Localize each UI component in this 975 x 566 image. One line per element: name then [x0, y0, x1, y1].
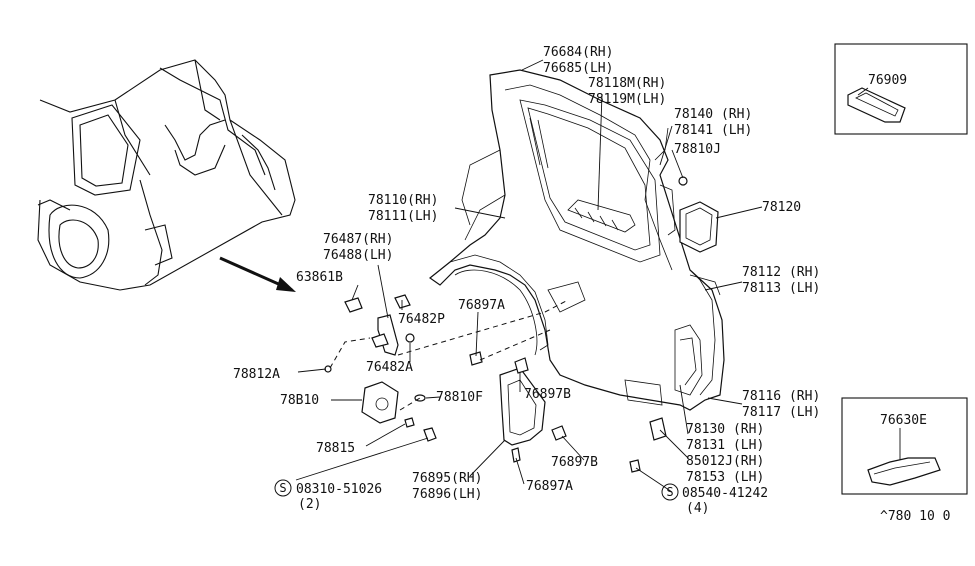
label-76482a[interactable]: 76482A: [366, 360, 413, 375]
inset-box-76630e: [841, 397, 968, 495]
label-08540-qty: (4): [686, 501, 709, 516]
label-76897b-bottom[interactable]: 76897B: [551, 455, 598, 470]
vehicle-overview-drawing: [37, 59, 296, 291]
quarter-panel-drawing: [428, 69, 725, 411]
label-78120[interactable]: 78120: [762, 200, 801, 215]
part-labels: 76684(RH) 76685(LH) 78118M(RH) 78119M(LH…: [233, 45, 950, 524]
label-85012j[interactable]: 85012J(RH): [686, 454, 764, 469]
label-76896[interactable]: 76896(LH): [412, 487, 482, 502]
label-76897a-top[interactable]: 76897A: [458, 298, 505, 313]
diagram-code: ^780 10 0: [880, 509, 950, 524]
label-78118m[interactable]: 78118M(RH): [588, 76, 666, 91]
label-08310-qty: (2): [298, 497, 321, 512]
label-78112[interactable]: 78112 (RH): [742, 265, 820, 280]
label-78810f[interactable]: 78810F: [436, 390, 483, 405]
leader-lines: [295, 59, 763, 493]
label-78810j[interactable]: 78810J: [674, 142, 721, 157]
label-76897b-top[interactable]: 76897B: [524, 387, 571, 402]
label-76488[interactable]: 76488(LH): [323, 248, 393, 263]
screw-symbol-letter: S: [279, 481, 286, 495]
label-08540-41242[interactable]: 08540-41242: [682, 486, 768, 501]
label-76482p[interactable]: 76482P: [398, 312, 445, 327]
label-78116[interactable]: 78116 (RH): [742, 389, 820, 404]
label-78111[interactable]: 78111(LH): [368, 209, 438, 224]
label-76684[interactable]: 76684(RH): [543, 45, 613, 60]
label-78153[interactable]: 78153 (LH): [686, 470, 764, 485]
label-78812a[interactable]: 78812A: [233, 367, 280, 382]
label-76909[interactable]: 76909: [868, 73, 907, 88]
label-78140[interactable]: 78140 (RH): [674, 107, 752, 122]
label-78131[interactable]: 78131 (LH): [686, 438, 764, 453]
label-78b10[interactable]: 78B10: [280, 393, 319, 408]
inset-box-76909: [834, 43, 968, 135]
label-76895[interactable]: 76895(RH): [412, 471, 482, 486]
label-78130[interactable]: 78130 (RH): [686, 422, 764, 437]
label-76897a-bottom[interactable]: 76897A: [526, 479, 573, 494]
label-76685[interactable]: 76685(LH): [543, 61, 613, 76]
label-08310-51026[interactable]: 08310-51026: [296, 482, 382, 497]
screw-symbol-letter: S: [666, 485, 673, 499]
label-78815[interactable]: 78815: [316, 441, 355, 456]
label-78113[interactable]: 78113 (LH): [742, 281, 820, 296]
label-78117[interactable]: 78117 (LH): [742, 405, 820, 420]
label-78141[interactable]: 78141 (LH): [674, 123, 752, 138]
screw-symbol-08310: S: [274, 479, 292, 497]
label-78119m[interactable]: 78119M(LH): [588, 92, 666, 107]
label-63861b[interactable]: 63861B: [296, 270, 343, 285]
label-76630e[interactable]: 76630E: [880, 413, 927, 428]
screw-symbol-08540: S: [661, 483, 679, 501]
dashed-leaders: [329, 299, 569, 411]
label-78110[interactable]: 78110(RH): [368, 193, 438, 208]
direction-arrow: [219, 256, 296, 292]
label-76487[interactable]: 76487(RH): [323, 232, 393, 247]
